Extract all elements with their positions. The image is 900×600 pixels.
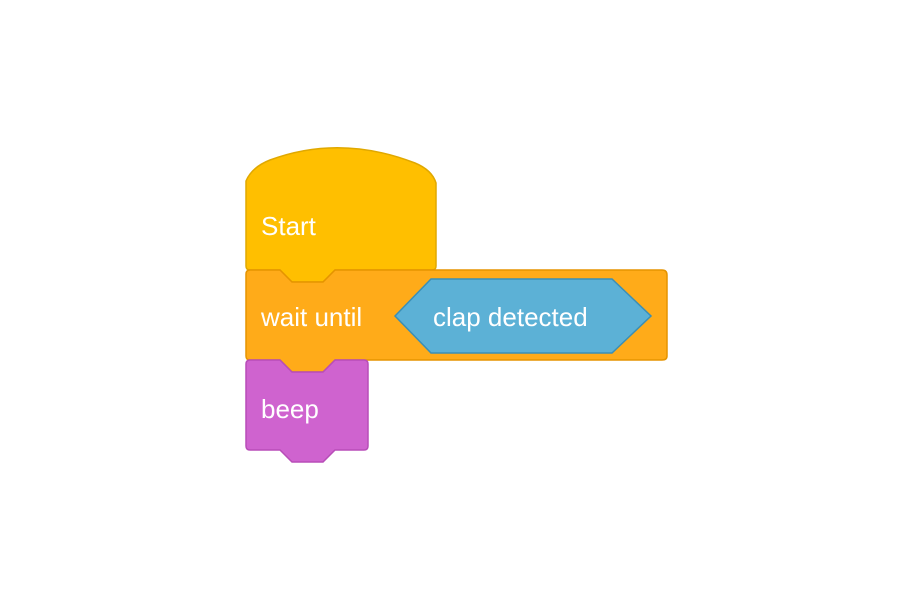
condition-label: clap detected <box>433 302 588 332</box>
beep-block-shape <box>245 359 369 463</box>
wait-until-label: wait until <box>260 302 362 332</box>
beep-block[interactable]: beep <box>245 359 369 463</box>
clap-detected-condition[interactable]: clap detected <box>393 278 653 354</box>
start-hat-block[interactable]: Start <box>245 146 437 283</box>
condition-hexagon-shape <box>393 278 653 354</box>
wait-until-block[interactable]: wait until clap detected <box>245 269 668 373</box>
beep-block-label: beep <box>261 394 319 424</box>
start-block-label: Start <box>261 211 317 241</box>
